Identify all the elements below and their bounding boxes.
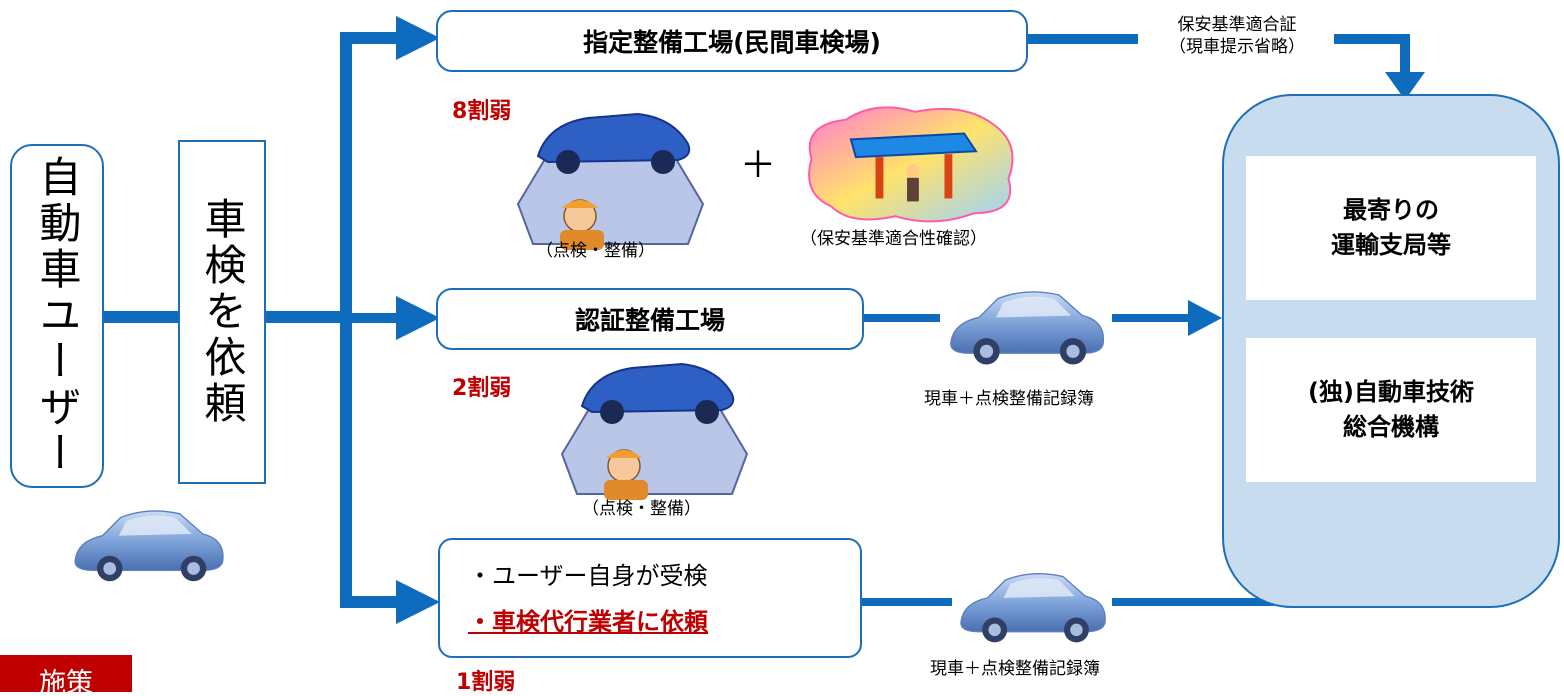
car-icon-certified: [950, 291, 1105, 366]
designated-note: 保安基準適合証 （現車提示省略）: [1140, 14, 1334, 58]
branch-line-bottom: [340, 596, 398, 608]
self-line-user: ・ユーザー自身が受検: [468, 562, 708, 590]
designated-share: 8割弱: [452, 99, 512, 124]
certified-caption: （点検・整備）: [582, 499, 701, 519]
designated-factory-title: 指定整備工場(民間車検場): [583, 28, 881, 57]
self-share: 1割弱: [456, 670, 516, 695]
destination-panel: 最寄りの 運輸支局等 (独)自動車技術 総合機構: [1222, 94, 1560, 608]
request-to-trunk-line: [266, 311, 346, 323]
arrow-head-dest-top: [1385, 72, 1425, 100]
connector-arrows: [104, 16, 1425, 624]
destination-nalta: (独)自動車技術 総合機構: [1308, 378, 1474, 441]
self-delivery: 現車＋点検整備記録簿: [930, 659, 1100, 679]
designated-factory-box: 指定整備工場(民間車検場): [436, 10, 1028, 72]
arrow-head-middle: [396, 296, 440, 340]
plus-sign: ＋: [740, 145, 777, 186]
certified-delivery: 現車＋点検整備記録簿: [924, 389, 1094, 409]
car-icon-self: [960, 573, 1106, 644]
certified-share: 2割弱: [452, 376, 512, 401]
user-box: 自動車ユーザー: [10, 144, 104, 488]
mechanic-car-illustration-2: [560, 362, 749, 502]
self-line-agent: ・車検代行業者に依頼: [468, 607, 708, 636]
designated-caption-left: （点検・整備）: [536, 241, 655, 261]
branch-line-top: [340, 32, 398, 44]
designated-note-line2: （現車提示省略）: [1169, 37, 1305, 58]
self-car-line: [1112, 598, 1406, 606]
certified-out-line: [864, 314, 940, 322]
branch-line-middle: [346, 313, 398, 323]
lift-inspection-illustration: [808, 106, 1014, 223]
user-label: 自動車ユーザー: [33, 155, 82, 477]
request-label: 車検を依頼: [198, 197, 247, 427]
self-out-line: [862, 598, 952, 606]
request-box: 車検を依頼: [178, 140, 266, 484]
user-to-request-line: [104, 311, 178, 323]
car-icon-left: [74, 510, 224, 582]
policy-tag: 施策: [0, 655, 132, 692]
arrow-head-bottom: [396, 580, 440, 624]
destination-card-nalta: (独)自動車技術 総合機構: [1246, 338, 1536, 482]
designated-caption-right: （保安基準適合性確認）: [800, 229, 987, 249]
certified-car-line: [1112, 314, 1192, 322]
destination-transport-bureau: 最寄りの 運輸支局等: [1331, 196, 1451, 259]
certified-factory-box: 認証整備工場: [436, 288, 864, 350]
designated-down-line: [1400, 34, 1410, 76]
designated-out-line: [1028, 34, 1138, 44]
destination-card-transport-bureau: 最寄りの 運輸支局等: [1246, 156, 1536, 300]
designated-note-line1: 保安基準適合証: [1177, 15, 1297, 35]
arrow-head-dest-middle: [1188, 300, 1222, 336]
self-inspection-box: ・ユーザー自身が受検 ・車検代行業者に依頼: [438, 538, 862, 658]
mechanic-car-illustration: [516, 112, 705, 252]
arrow-head-top: [396, 16, 440, 60]
certified-factory-title: 認証整備工場: [574, 306, 725, 335]
designated-out-line-2: [1334, 34, 1410, 44]
